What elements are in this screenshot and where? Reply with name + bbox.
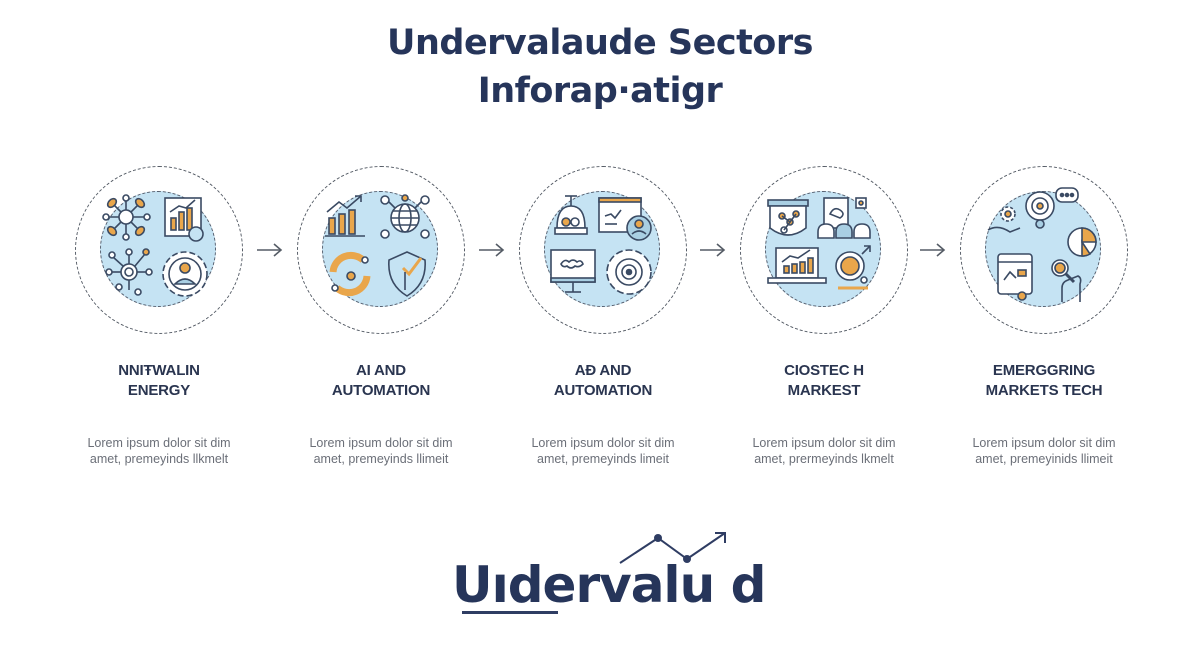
sector-title-line2: MARKETS TECH [985,382,1103,399]
icon-cluster [100,191,216,307]
icon-cluster [544,191,660,307]
dashed-ring [960,166,1128,334]
logo-wordmark: Uıdervalu d [452,556,766,614]
logo-underline [462,611,558,614]
description-line2: amet, premeyinds limeit [537,452,669,466]
description-line2: amet, premeyinds llkmelt [89,452,229,466]
gear-target-icon [606,249,652,295]
sector-title-line1: NNIŦWALIN [118,362,200,379]
description-line1: Lorem ipsum dolor sit dim [87,436,231,450]
network-nodes-icon [102,194,151,241]
page-title-line1: Undervalaude Sectors [387,23,813,63]
sector-title: EMERGGRING MARKETS TECH [934,361,1154,401]
icon-cluster [322,191,438,307]
sector-description: Lorem ipsum dolor sit dim amet, prermeyi… [714,435,934,467]
description-line2: amet, premeyinds llimeit [313,452,449,466]
globe-magnifier-icon [835,245,871,290]
bar-chart-report-icon [164,197,204,242]
gear-person-icon [162,251,208,297]
sector-title-line1: AƉ AND [574,362,632,379]
sector-title-line1: AI AND [356,362,406,379]
sector-icons [767,197,871,290]
dashed-ring [297,166,465,334]
sector-icons [550,195,652,295]
sector-description: Lorem ipsum dolor sit dim amet, premeyin… [271,435,491,467]
presentation-team-icon [817,197,871,239]
description-line2: amet, premeyinids llimeit [975,452,1113,466]
icon-cluster [985,187,1101,307]
cycle-refresh-icon [329,251,371,297]
sector-title: NNIŦWALIN ENERGY [49,361,269,401]
robot-lab-icon [554,195,588,235]
sector-title-line2: MARKEST [787,382,861,399]
molecule-network-icon [105,248,153,296]
trend-line-icon [619,532,726,564]
arrow-right-icon [257,243,283,257]
laptop-growth-chart-icon [767,247,827,284]
sector-title: AI AND AUTOMATION [271,361,491,401]
description-line1: Lorem ipsum dolor sit dim [972,436,1116,450]
page-title-line2: Inforap·atigr [477,71,723,111]
sector-title: AƉ AND AUTOMATION [493,361,713,401]
arrow-right-icon [479,243,505,257]
hand-magnifier-icon [1051,259,1082,302]
description-line1: Lorem ipsum dolor sit dim [531,436,675,450]
arrow-right-icon [700,243,726,257]
sector-step-3: AƉ AND AUTOMATION Lorem ipsum dolor sit … [493,0,713,480]
sector-title: CIOSTEC H MARKEST [714,361,934,401]
sector-title-line2: AUTOMATION [553,382,653,399]
sector-icons [987,187,1097,302]
shield-molecule-icon [767,199,809,236]
sector-description: Lorem ipsum dolor sit dim amet, premeyin… [49,435,269,467]
sector-step-1: NNIŦWALIN ENERGY Lorem ipsum dolor sit d… [49,0,269,480]
description-line1: Lorem ipsum dolor sit dim [309,436,453,450]
hand-gear-target-icon [987,187,1079,233]
sector-title-line1: CIOSTEC H [784,362,864,379]
browser-window-user-icon [598,197,652,241]
icon-cluster [765,191,881,307]
description-line2: amet, prermeyinds lkmelt [754,452,894,466]
sector-title-line2: AUTOMATION [331,382,431,399]
global-network-people-icon [380,194,430,239]
sector-step-5: EMERGGRING MARKETS TECH Lorem ipsum dolo… [934,0,1154,480]
shield-check-icon [388,251,426,297]
tablet-chart-icon [997,253,1033,301]
dashed-ring [519,166,687,334]
sector-title-line1: EMERGGRING [992,362,1096,379]
sector-step-4: CIOSTEC H MARKEST Lorem ipsum dolor sit … [714,0,934,480]
arrow-right-icon [920,243,946,257]
sector-step-2: AI AND AUTOMATION Lorem ipsum dolor sit … [271,0,491,480]
dashed-ring [75,166,243,334]
dashed-ring [740,166,908,334]
sector-icons [325,194,430,297]
sector-description: Lorem ipsum dolor sit dim amet, premeyin… [493,435,713,467]
sector-description: Lorem ipsum dolor sit dim amet, premeyin… [934,435,1154,467]
growth-bar-chart-icon [325,195,365,237]
sector-icons [102,194,208,297]
description-line1: Lorem ipsum dolor sit dim [752,436,896,450]
sector-title-line2: ENERGY [127,382,191,399]
monitor-map-icon [550,249,596,293]
pie-chart-icon [1067,227,1097,257]
